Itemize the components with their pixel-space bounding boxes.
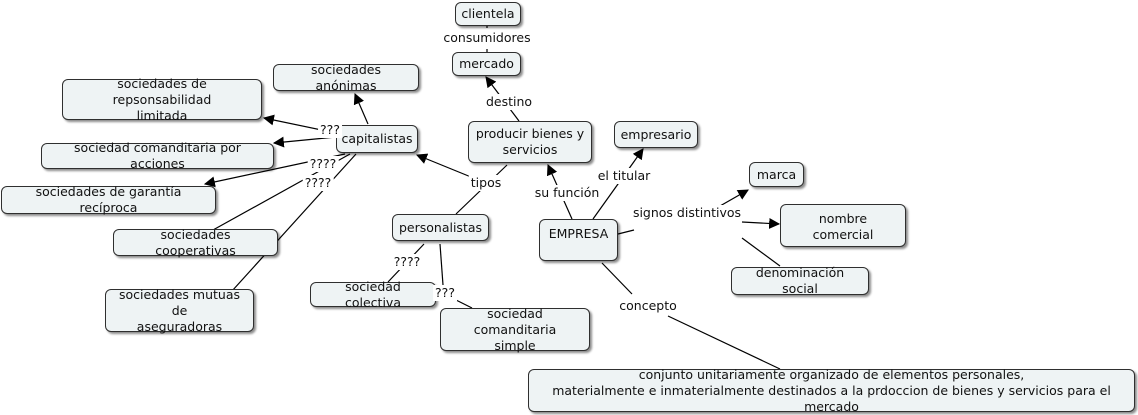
node-producir-bienes-servicios[interactable]: producir bienes y servicios — [468, 121, 592, 163]
node-personalistas[interactable]: personalistas — [392, 214, 489, 241]
edge-capitalistas-comanditaria-acciones — [272, 136, 337, 148]
node-sociedades-anonimas[interactable]: sociedades anónimas — [273, 62, 419, 93]
node-nombre-comercial[interactable]: nombre comercial — [780, 204, 906, 247]
node-concepto-definicion[interactable]: conjunto unitariamente organizado de ele… — [528, 367, 1135, 414]
edge-signos-nombre — [741, 217, 781, 229]
label-tipos: tipos — [468, 175, 504, 191]
node-capitalistas[interactable]: capitalistas — [336, 125, 418, 153]
label-question-anonimas: ??? — [318, 122, 342, 138]
node-sociedades-responsabilidad-limitada[interactable]: sociedades de repsonsabilidad limitada — [62, 76, 262, 123]
label-question-simple: ??? — [433, 285, 457, 301]
label-su-funcion: su función — [532, 185, 602, 201]
node-sociedad-colectiva[interactable]: sociedad colectiva — [310, 279, 436, 310]
edge-signos-marca — [719, 189, 749, 207]
label-consumidores: consumidores — [441, 30, 533, 46]
label-destino: destino — [483, 94, 535, 110]
edge-personalistas-comanditaria-simple — [439, 243, 444, 286]
label-el-titular: el titular — [595, 168, 653, 184]
node-sociedades-garantia-reciproca[interactable]: sociedades de garantía recíproca — [1, 184, 216, 215]
node-denominacion-social[interactable]: denominación social — [731, 265, 869, 296]
label-signos-distintivos: signos distintivos — [630, 205, 744, 221]
edge-signos-denominacion — [741, 237, 781, 267]
label-concepto: concepto — [617, 298, 679, 314]
node-sociedades-cooperativas[interactable]: sociedades cooperativas — [113, 227, 278, 258]
node-marca[interactable]: marca — [749, 162, 804, 187]
edge-capitalistas-anonimas — [353, 92, 369, 125]
edge-capitalistas-mutuas — [231, 153, 357, 292]
label-question-garantia: ???? — [307, 156, 339, 172]
node-sociedades-mutuas-aseguradoras[interactable]: sociedades mutuas de aseguradoras — [105, 287, 254, 334]
edge-empresa-concepto — [601, 262, 633, 295]
node-empresario[interactable]: empresario — [614, 121, 698, 148]
edge-empresa-empresario — [592, 148, 644, 220]
node-clientela[interactable]: clientela — [455, 2, 521, 26]
node-sociedad-comanditaria-simple[interactable]: sociedad comanditaria simple — [440, 306, 590, 353]
edge-concepto-conjunto — [667, 315, 781, 370]
label-question-colectiva: ???? — [391, 254, 423, 270]
node-empresa[interactable]: EMPRESA — [539, 219, 618, 261]
node-mercado[interactable]: mercado — [452, 52, 521, 76]
label-question-cooperativas: ???? — [302, 175, 334, 191]
edge-simple-tail — [455, 299, 473, 309]
edge-empresa-signos — [617, 229, 635, 235]
node-sociedad-comanditaria-acciones[interactable]: sociedad comanditaria por acciones — [41, 140, 274, 171]
edge-tipos-capitalistas — [415, 153, 472, 178]
